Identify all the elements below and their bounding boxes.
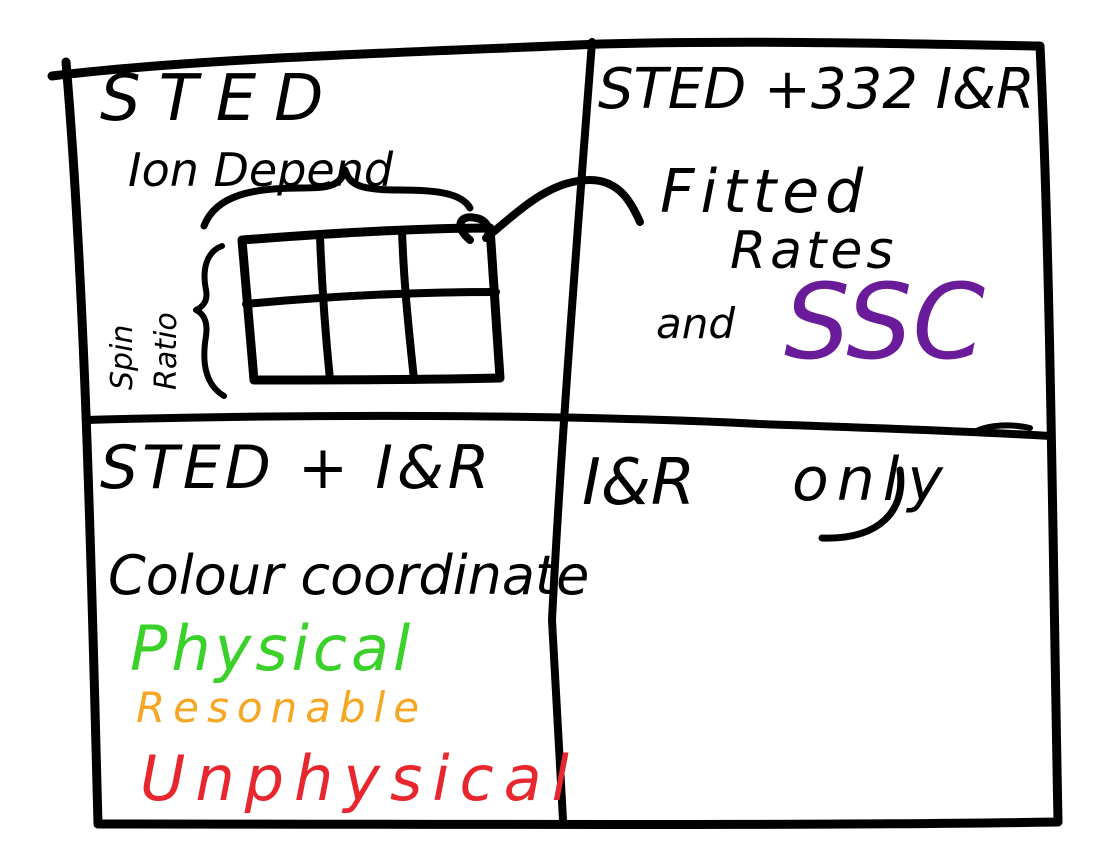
- top-right-and: and: [656, 299, 735, 348]
- connector-arrow: [456, 176, 644, 244]
- grid-col-line-1: [316, 232, 334, 384]
- only-tail: [818, 466, 905, 542]
- legend-physical: Physical: [130, 612, 414, 685]
- ion-grid: [237, 223, 505, 385]
- side-label-spin: Spin: [105, 325, 140, 390]
- ssc-highlight: SSC: [784, 261, 985, 383]
- legend-unphysical: Unphysical: [140, 742, 579, 815]
- outer-frame: [47, 37, 1063, 829]
- divider-tail: [971, 422, 1033, 435]
- colour-coordinate-label: Colour coordinate: [108, 544, 589, 607]
- horizontal-divider: [82, 411, 1054, 440]
- bottom-right-only: only: [792, 445, 951, 515]
- grid-row-line: [242, 288, 500, 308]
- vertical-divider: [548, 38, 596, 824]
- top-right-rates: Rates: [730, 221, 897, 281]
- grid-col-line-2: [398, 226, 418, 384]
- bottom-left-title: STED + I&R: [100, 433, 493, 503]
- side-label-ratio: Ratio: [149, 312, 184, 390]
- left-brace: [193, 243, 227, 399]
- top-brace: [200, 166, 474, 230]
- top-left-title: STED: [100, 62, 341, 136]
- legend-resonable: Resonable: [136, 683, 427, 732]
- top-right-title: STED +332 I&R: [598, 57, 1035, 122]
- bottom-right-title: I&R: [582, 446, 695, 520]
- top-right-fitted: Fitted: [660, 157, 869, 227]
